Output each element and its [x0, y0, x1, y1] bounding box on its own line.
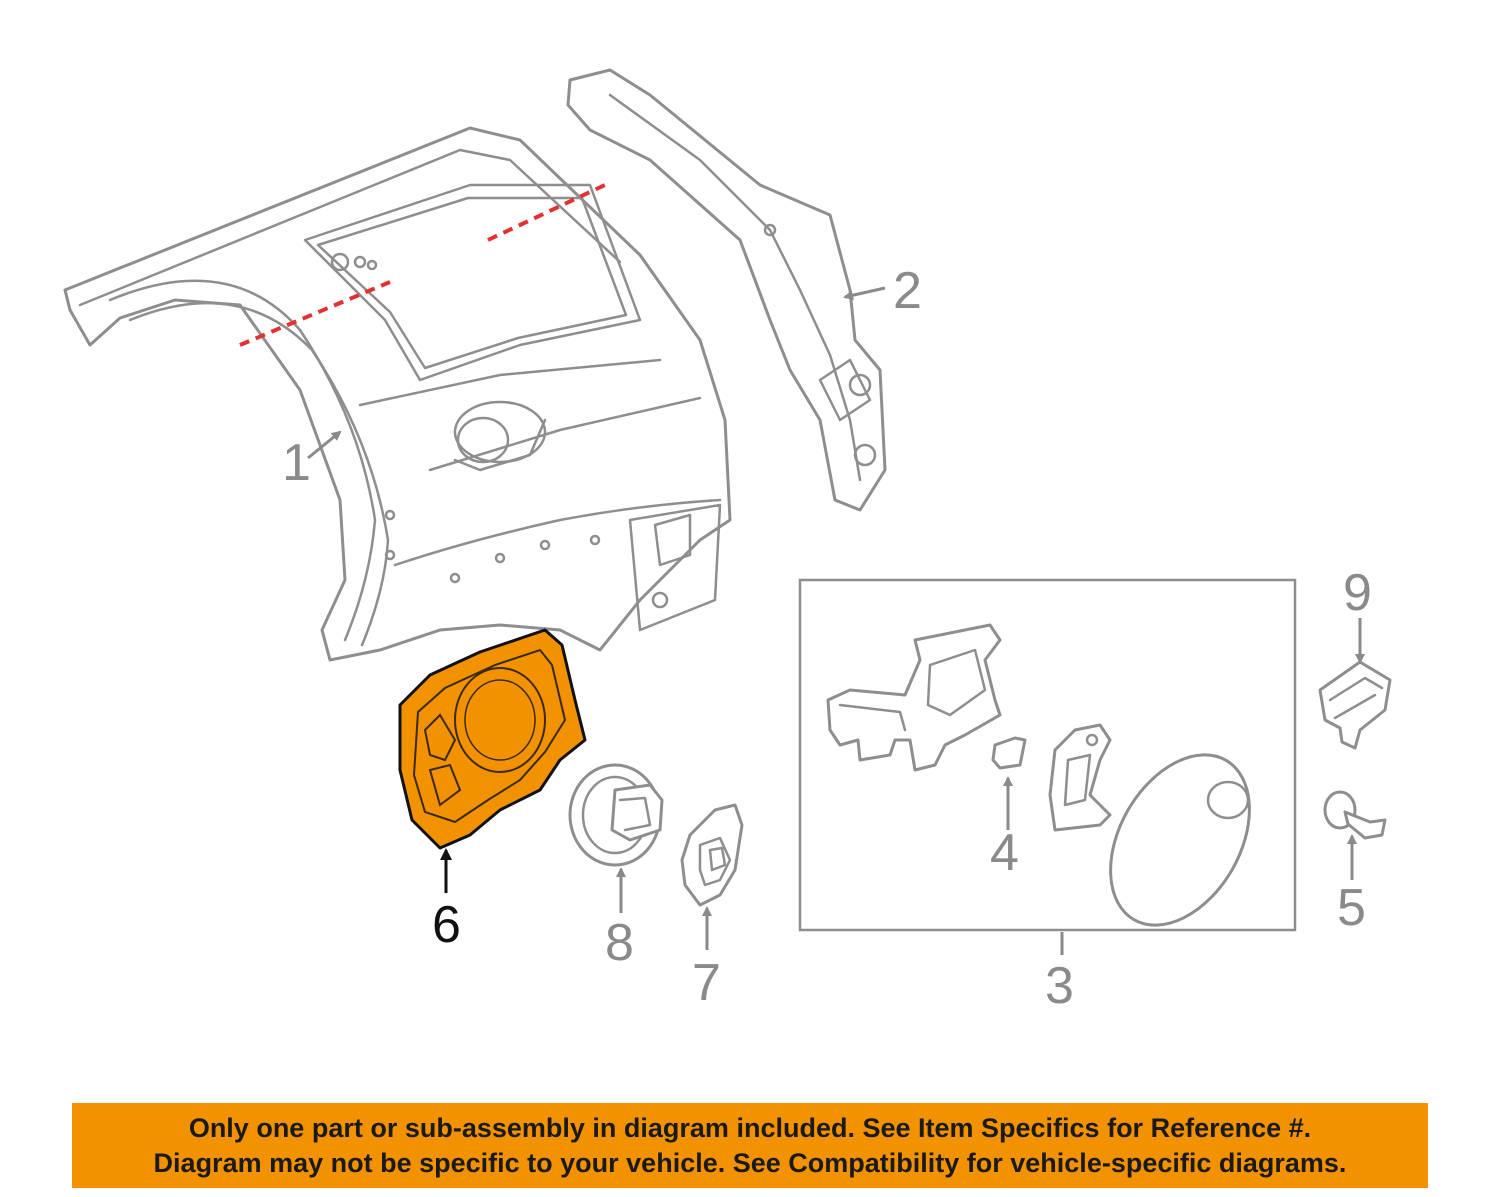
callout-numbers: 1 2 3 4 5 6 7 8 9	[282, 262, 1372, 1015]
leader-lines	[307, 286, 1365, 955]
callout-1: 1	[282, 434, 311, 492]
quarter-panel-part-1[interactable]	[63, 126, 732, 662]
callout-3: 3	[1045, 957, 1074, 1015]
filler-housing-part-8[interactable]	[568, 763, 664, 867]
fuel-door-housing-part-6[interactable]	[398, 628, 587, 850]
callout-8: 8	[605, 914, 634, 972]
clip-part-4[interactable]	[991, 736, 1027, 770]
fuel-door-assembly-part-3[interactable]	[798, 578, 1297, 950]
callout-9: 9	[1343, 564, 1372, 622]
disclaimer-line-1: Only one part or sub-assembly in diagram…	[188, 1113, 1312, 1143]
actuator-part-9[interactable]	[1318, 660, 1392, 750]
disclaimer-line-2: Diagram may not be specific to your vehi…	[153, 1148, 1347, 1178]
callout-6: 6	[432, 896, 461, 954]
parts-diagram: 1 2 3 4 5 6 7 8 9	[63, 68, 1392, 1015]
callout-4: 4	[990, 824, 1019, 882]
disclaimer-banner: Only one part or sub-assembly in diagram…	[72, 1103, 1428, 1188]
bumper-part-5[interactable]	[1323, 790, 1387, 840]
cut-lines	[239, 183, 606, 347]
gasket-part-7[interactable]	[680, 803, 744, 907]
callout-7: 7	[692, 954, 721, 1012]
callout-5: 5	[1337, 879, 1366, 937]
callout-2: 2	[893, 262, 922, 320]
pillar-part-2[interactable]	[566, 68, 887, 512]
